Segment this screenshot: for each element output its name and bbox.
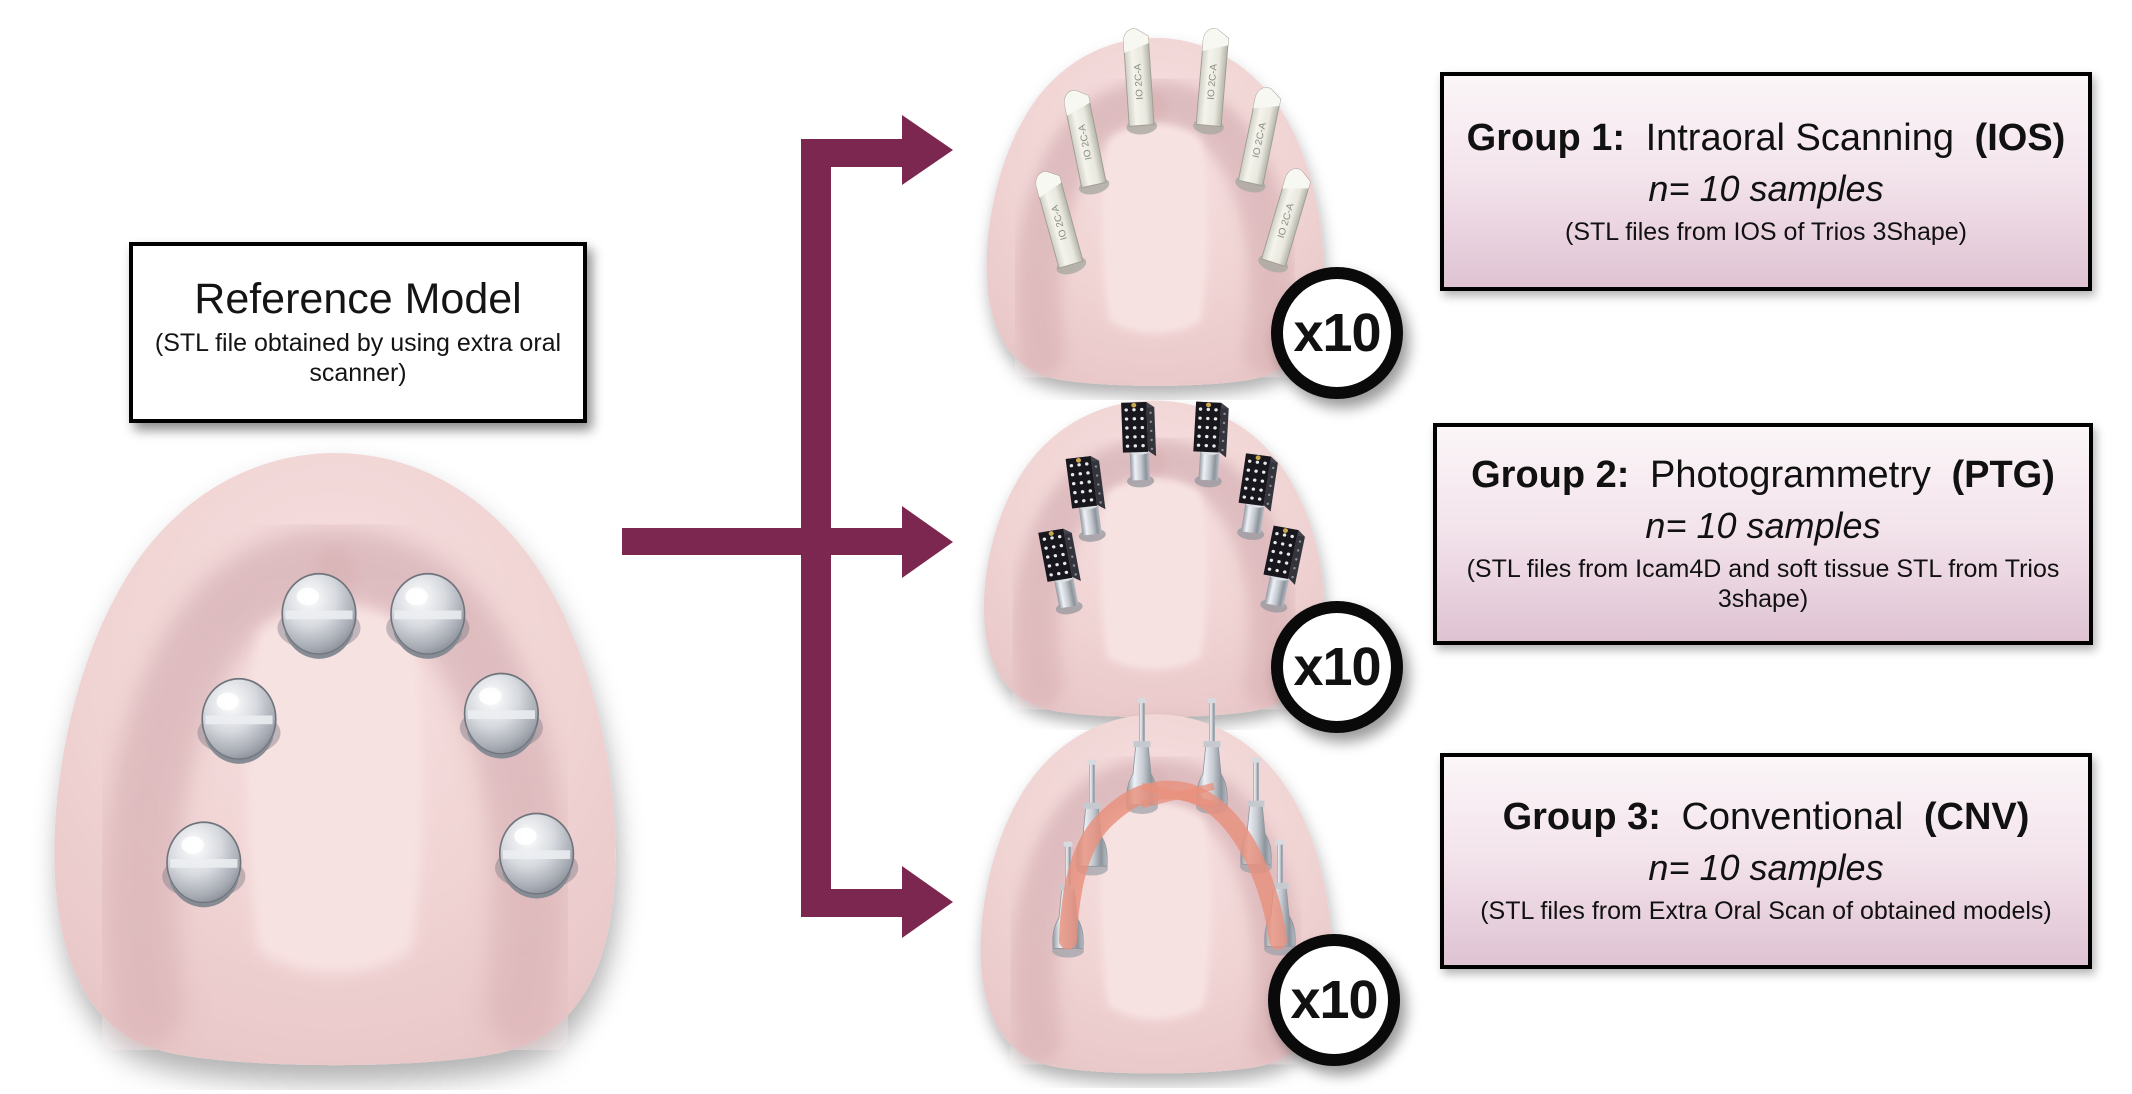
group-2-method: Photogrammetry (1650, 454, 1931, 496)
badge-label: x10 (1293, 637, 1381, 697)
badge-label: x10 (1290, 970, 1378, 1030)
group-2-abbr: (PTG) (1951, 454, 2055, 496)
badge-label: x10 (1293, 303, 1381, 363)
group-3-prefix: Group 3: (1502, 796, 1661, 838)
sample-count-badge-2: x10 (1271, 601, 1403, 733)
group-1-prefix: Group 1: (1466, 116, 1625, 159)
sample-count-badge-3: x10 (1268, 934, 1400, 1066)
reference-model-title: Reference Model (194, 274, 522, 323)
arrow-head-top (902, 115, 953, 185)
group-1-title: Group 1: Intraoral Scanning (IOS) (1467, 117, 2066, 160)
group-2-title: Group 2: Photogrammetry (PTG) (1471, 454, 2055, 497)
reference-model-box: Reference Model (STL file obtained by us… (129, 242, 587, 423)
arrow-head-middle (902, 506, 953, 578)
group-2-note: (STL files from Icam4D and soft tissue S… (1466, 555, 2060, 613)
resin-splint-cross (1141, 782, 1215, 809)
group-3-note: (STL files from Extra Oral Scan of obtai… (1480, 897, 2052, 925)
group-2-sample-size: n= 10 samples (1645, 505, 1881, 546)
group-3-method: Conventional (1681, 796, 1904, 838)
group-1-box: Group 1: Intraoral Scanning (IOS) n= 10 … (1440, 72, 2092, 291)
group-3-title: Group 3: Conventional (CNV) (1503, 796, 2030, 839)
group-3-sample-size: n= 10 samples (1648, 847, 1884, 888)
group-1-note: (STL files from IOS of Trios 3Shape) (1565, 217, 1967, 246)
group-1-method: Intraoral Scanning (1645, 116, 1954, 159)
group-1-abbr: (IOS) (1974, 116, 2066, 159)
group-3-box: Group 3: Conventional (CNV) n= 10 sample… (1440, 753, 2092, 969)
arrow-shaft-top (801, 139, 902, 167)
group-2-box: Group 2: Photogrammetry (PTG) n= 10 samp… (1433, 423, 2093, 645)
group-1-sample-size: n= 10 samples (1648, 167, 1884, 209)
cnv-model-image (956, 698, 1356, 1088)
group-2-prefix: Group 2: (1471, 454, 1630, 496)
arrow-shaft-bottom (801, 889, 902, 917)
arrow-shaft-middle (622, 528, 902, 555)
group-3-abbr: (CNV) (1923, 796, 2030, 838)
reference-model-image (15, 425, 655, 1090)
reference-model-subtitle: (STL file obtained by using extra oral s… (154, 329, 562, 387)
sample-count-badge-1: x10 (1271, 267, 1403, 399)
arrow-head-bottom (902, 866, 953, 938)
